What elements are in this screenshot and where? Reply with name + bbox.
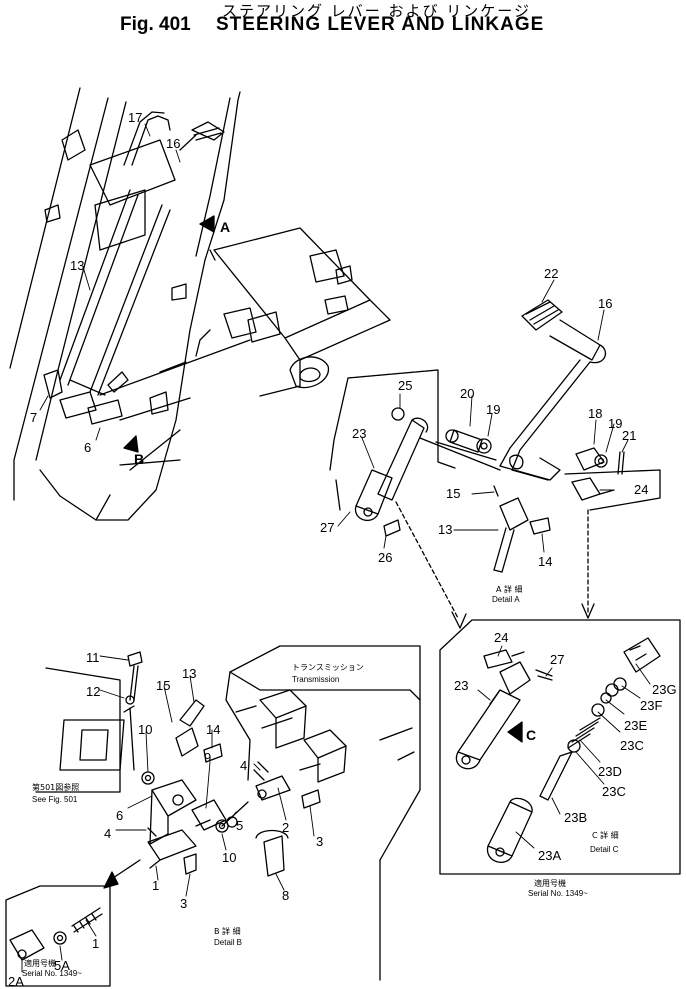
callout-13: 13 — [70, 258, 84, 273]
see-fig-label: See Fig. 501 — [32, 795, 78, 804]
callout-26: 26 — [378, 550, 392, 565]
cab-frame-assembly — [9, 87, 241, 521]
callout-7: 7 — [30, 410, 37, 425]
transmission-label-jp: トランスミッション — [292, 663, 364, 672]
valve-housing — [99, 227, 391, 397]
callout-24b: 24 — [494, 630, 508, 645]
callout-1: 1 — [152, 878, 159, 893]
callout-16b: 16 — [598, 296, 612, 311]
title-japanese: ステアリング レバー および リンケージ — [222, 2, 532, 20]
figure-number: Fig. 401 — [120, 14, 191, 35]
callout-23b: 23 — [454, 678, 468, 693]
callout-27b: 27 — [550, 652, 564, 667]
detail-b-label-jp: B 詳 細 — [214, 926, 241, 936]
arrow-a-marker — [199, 215, 215, 233]
figure-title: STEERING LEVER AND LINKAGE — [216, 14, 545, 35]
callout-23C2: 23C — [602, 784, 626, 799]
callout-6b: 6 — [116, 808, 123, 823]
callout-14: 14 — [538, 554, 552, 569]
detail-b-label: Detail B — [214, 938, 242, 947]
serial-c-label: Serial No. 1349~ — [528, 889, 588, 898]
detail-a-assembly — [329, 299, 661, 629]
arrow-a-label: A — [220, 219, 230, 235]
callout-6: 6 — [84, 440, 91, 455]
callout-15: 15 — [446, 486, 460, 501]
callout-23G: 23G — [652, 682, 677, 697]
callout-21: 21 — [622, 428, 636, 443]
callout-3b: 3 — [180, 896, 187, 911]
callout-9: 9 — [204, 750, 211, 765]
callout-13b: 13 — [438, 522, 452, 537]
callout-22: 22 — [544, 266, 558, 281]
callout-5: 5 — [236, 818, 243, 833]
callout-27: 27 — [320, 520, 334, 535]
serial-b-label-jp: 適用号機 — [24, 958, 56, 968]
serial-c-label-jp: 適用号機 — [534, 878, 566, 888]
callout-11: 11 — [86, 650, 100, 665]
callout-17: 17 — [128, 110, 142, 125]
callout-20: 20 — [460, 386, 474, 401]
callout-23A: 23A — [538, 848, 561, 863]
callout-14b: 14 — [206, 722, 220, 737]
callout-5A: 5A — [54, 958, 70, 973]
transmission-label: Transmission — [292, 675, 339, 684]
callout-8: 8 — [282, 888, 289, 903]
detail-c-label: Detail C — [590, 845, 619, 854]
detail-b-assembly — [225, 645, 421, 981]
callout-19: 19 — [486, 402, 500, 417]
arrow-b-label: B — [134, 451, 144, 467]
callout-15b: 15 — [156, 678, 170, 693]
callout-23E: 23E — [624, 718, 647, 733]
detail-a-label-jp: A 詳 細 — [496, 584, 523, 594]
callout-18: 18 — [588, 406, 602, 421]
callout-10b: 10 — [222, 850, 236, 865]
callout-23B: 23B — [564, 810, 587, 825]
callout-4b: 4 — [104, 826, 111, 841]
callout-25: 25 — [398, 378, 412, 393]
see-fig-label-jp: 第501図参照 — [32, 782, 79, 792]
detail-a-label: Detail A — [492, 595, 520, 604]
callout-23C: 23C — [620, 738, 644, 753]
callout-4: 4 — [240, 758, 247, 773]
callout-1b: 1 — [92, 936, 99, 951]
callout-23: 23 — [352, 426, 366, 441]
callout-2: 2 — [282, 820, 289, 835]
detail-c-label-jp: C 詳 細 — [592, 830, 619, 840]
arrow-b-marker — [123, 435, 139, 453]
detail-c-assembly — [439, 619, 681, 875]
callout-12: 12 — [86, 684, 100, 699]
callout-2A: 2A — [8, 974, 24, 989]
callout-23F: 23F — [640, 698, 662, 713]
callout-10: 10 — [138, 722, 152, 737]
callout-24: 24 — [634, 482, 648, 497]
callout-23D: 23D — [598, 764, 622, 779]
callout-leaders — [21, 123, 651, 973]
callout-13c: 13 — [182, 666, 196, 681]
serial-detail-box — [5, 885, 111, 987]
callout-19b: 19 — [608, 416, 622, 431]
callout-16: 16 — [166, 136, 180, 151]
callout-3: 3 — [316, 834, 323, 849]
serial-b-label: Serial No. 1349~ — [22, 969, 82, 978]
arrow-c-label: C — [526, 727, 536, 743]
